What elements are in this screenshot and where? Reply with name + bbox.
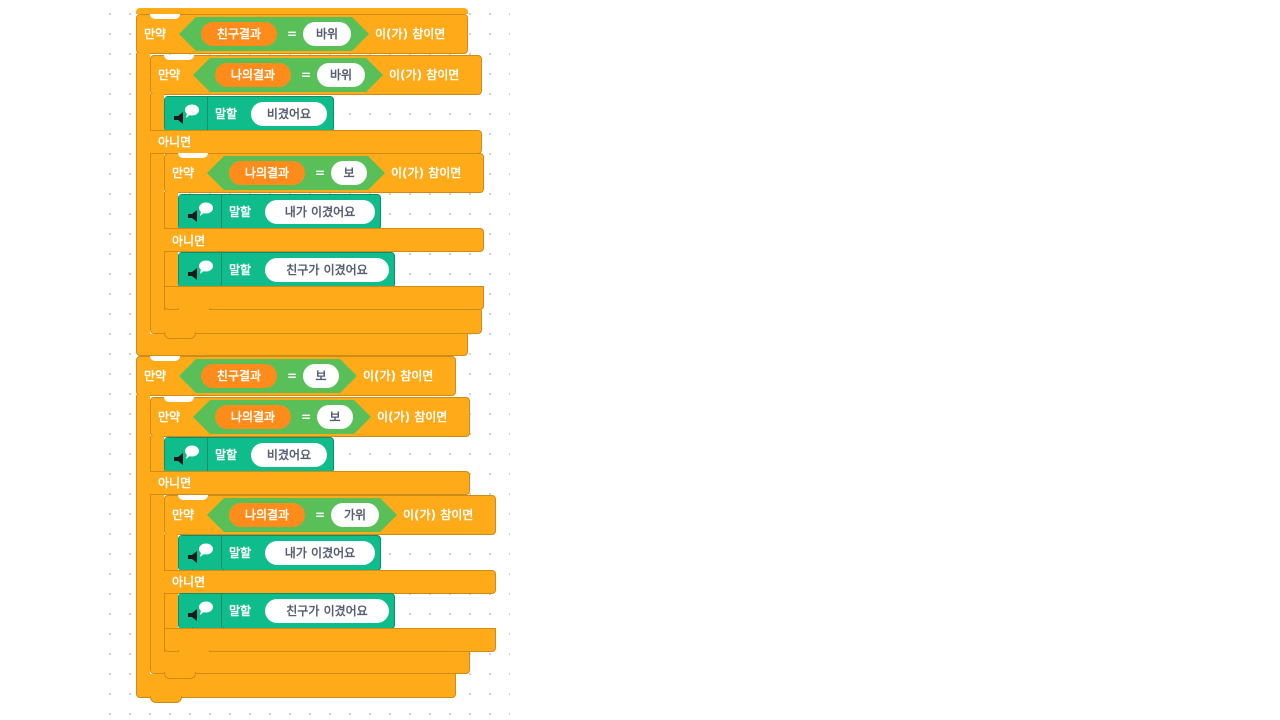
block-tab — [164, 332, 196, 339]
stage-blank-area — [510, 0, 1280, 720]
else-section — [150, 471, 470, 495]
block-above-edge — [136, 8, 468, 14]
speech-bubble-icon — [188, 543, 213, 563]
else-section — [164, 228, 484, 252]
if-block-outer-2-arm — [136, 395, 150, 678]
speech-bubble-icon — [174, 104, 199, 124]
value-input[interactable]: 바위 — [317, 63, 365, 87]
if-keyword: 만약 — [158, 68, 181, 82]
if-keyword: 만약 — [172, 508, 195, 522]
value-input[interactable]: 가위 — [331, 503, 379, 527]
message-input[interactable]: 친구가 이겼어요 — [265, 599, 389, 623]
variable-my-result[interactable]: 나의결과 — [215, 63, 291, 87]
message-input[interactable]: 내가 이겼어요 — [265, 200, 375, 224]
message-input[interactable]: 친구가 이겼어요 — [265, 258, 389, 282]
if-else-block-1a-footer — [150, 310, 482, 339]
then-keyword: 이(가) 참이면 — [377, 410, 448, 424]
say-label: 말할 — [215, 448, 238, 462]
block-notch — [150, 356, 180, 361]
message-input[interactable]: 내가 이겼어요 — [265, 541, 375, 565]
block-notch — [164, 55, 194, 60]
say-label: 말할 — [229, 205, 252, 219]
equals-sign: = — [301, 68, 312, 82]
else-keyword: 아니면 — [172, 234, 206, 248]
say-label: 말할 — [229, 546, 252, 560]
if-block-outer-1-arm — [136, 53, 150, 336]
say-label: 말할 — [229, 263, 252, 277]
else-section — [164, 570, 496, 594]
variable-my-result[interactable]: 나의결과 — [215, 405, 291, 429]
else-keyword: 아니면 — [158, 135, 192, 149]
variable-friend-result[interactable]: 친구결과 — [201, 364, 277, 388]
variable-my-result[interactable]: 나의결과 — [229, 161, 305, 185]
block-notch — [164, 397, 194, 402]
if-else-block-1a-arm — [150, 94, 164, 314]
if-else-block-1b-footer — [164, 286, 484, 315]
say-block-extension — [179, 536, 222, 570]
say-block-extension — [179, 594, 222, 628]
block-notch — [178, 495, 208, 500]
speech-bubble-icon — [174, 445, 199, 465]
value-input[interactable]: 바위 — [303, 22, 351, 46]
value-input[interactable]: 보 — [303, 364, 339, 388]
say-block[interactable]: 말할 비겼어요 — [164, 437, 334, 478]
say-block[interactable]: 말할 내가 이겼어요 — [178, 194, 381, 235]
block-notch — [178, 153, 208, 158]
say-label: 말할 — [215, 107, 238, 121]
equals-sign: = — [315, 166, 326, 180]
then-keyword: 이(가) 참이면 — [403, 508, 474, 522]
condition-equals[interactable]: 나의결과 = 보 — [207, 156, 385, 190]
if-keyword: 만약 — [144, 27, 167, 41]
say-block[interactable]: 말할 친구가 이겼어요 — [178, 252, 395, 293]
say-label: 말할 — [229, 604, 252, 618]
value-input[interactable]: 보 — [317, 405, 353, 429]
else-keyword: 아니면 — [158, 476, 192, 490]
if-keyword: 만약 — [144, 369, 167, 383]
then-keyword: 이(가) 참이면 — [375, 27, 446, 41]
then-keyword: 이(가) 참이면 — [363, 369, 434, 383]
say-block[interactable]: 말할 내가 이겼어요 — [178, 535, 381, 576]
if-keyword: 만약 — [172, 166, 195, 180]
message-input[interactable]: 비겼어요 — [251, 102, 327, 126]
condition-equals[interactable]: 나의결과 = 가위 — [207, 498, 397, 532]
if-else-block-2a-footer — [150, 652, 470, 679]
condition-equals[interactable]: 친구결과 = 보 — [179, 359, 357, 393]
if-block-outer-1-footer — [136, 334, 468, 356]
speech-bubble-icon — [188, 202, 213, 222]
block-tab — [150, 696, 182, 703]
say-block[interactable]: 말할 친구가 이겼어요 — [178, 593, 395, 634]
equals-sign: = — [315, 508, 326, 522]
say-block-extension — [179, 253, 222, 287]
equals-sign: = — [287, 27, 298, 41]
condition-equals[interactable]: 나의결과 = 보 — [193, 400, 371, 434]
say-block-extension — [165, 97, 208, 131]
say-block[interactable]: 말할 비겼어요 — [164, 96, 334, 137]
then-keyword: 이(가) 참이면 — [391, 166, 462, 180]
speech-bubble-icon — [188, 260, 213, 280]
block-tab — [164, 672, 196, 679]
condition-equals[interactable]: 나의결과 = 바위 — [193, 58, 383, 92]
else-keyword: 아니면 — [172, 575, 206, 589]
if-else-block-2a-arm — [150, 436, 164, 656]
variable-friend-result[interactable]: 친구결과 — [201, 22, 277, 46]
if-else-block-2b-footer — [164, 628, 496, 657]
block-notch — [150, 14, 180, 19]
if-keyword: 만약 — [158, 410, 181, 424]
variable-my-result[interactable]: 나의결과 — [229, 503, 305, 527]
speech-bubble-icon — [188, 601, 213, 621]
else-section — [150, 130, 482, 154]
say-block-extension — [165, 438, 208, 472]
message-input[interactable]: 비겼어요 — [251, 443, 327, 467]
condition-equals[interactable]: 친구결과 = 바위 — [179, 17, 369, 51]
value-input[interactable]: 보 — [331, 161, 367, 185]
then-keyword: 이(가) 참이면 — [389, 68, 460, 82]
equals-sign: = — [301, 410, 312, 424]
say-block-extension — [179, 195, 222, 229]
equals-sign: = — [287, 369, 298, 383]
